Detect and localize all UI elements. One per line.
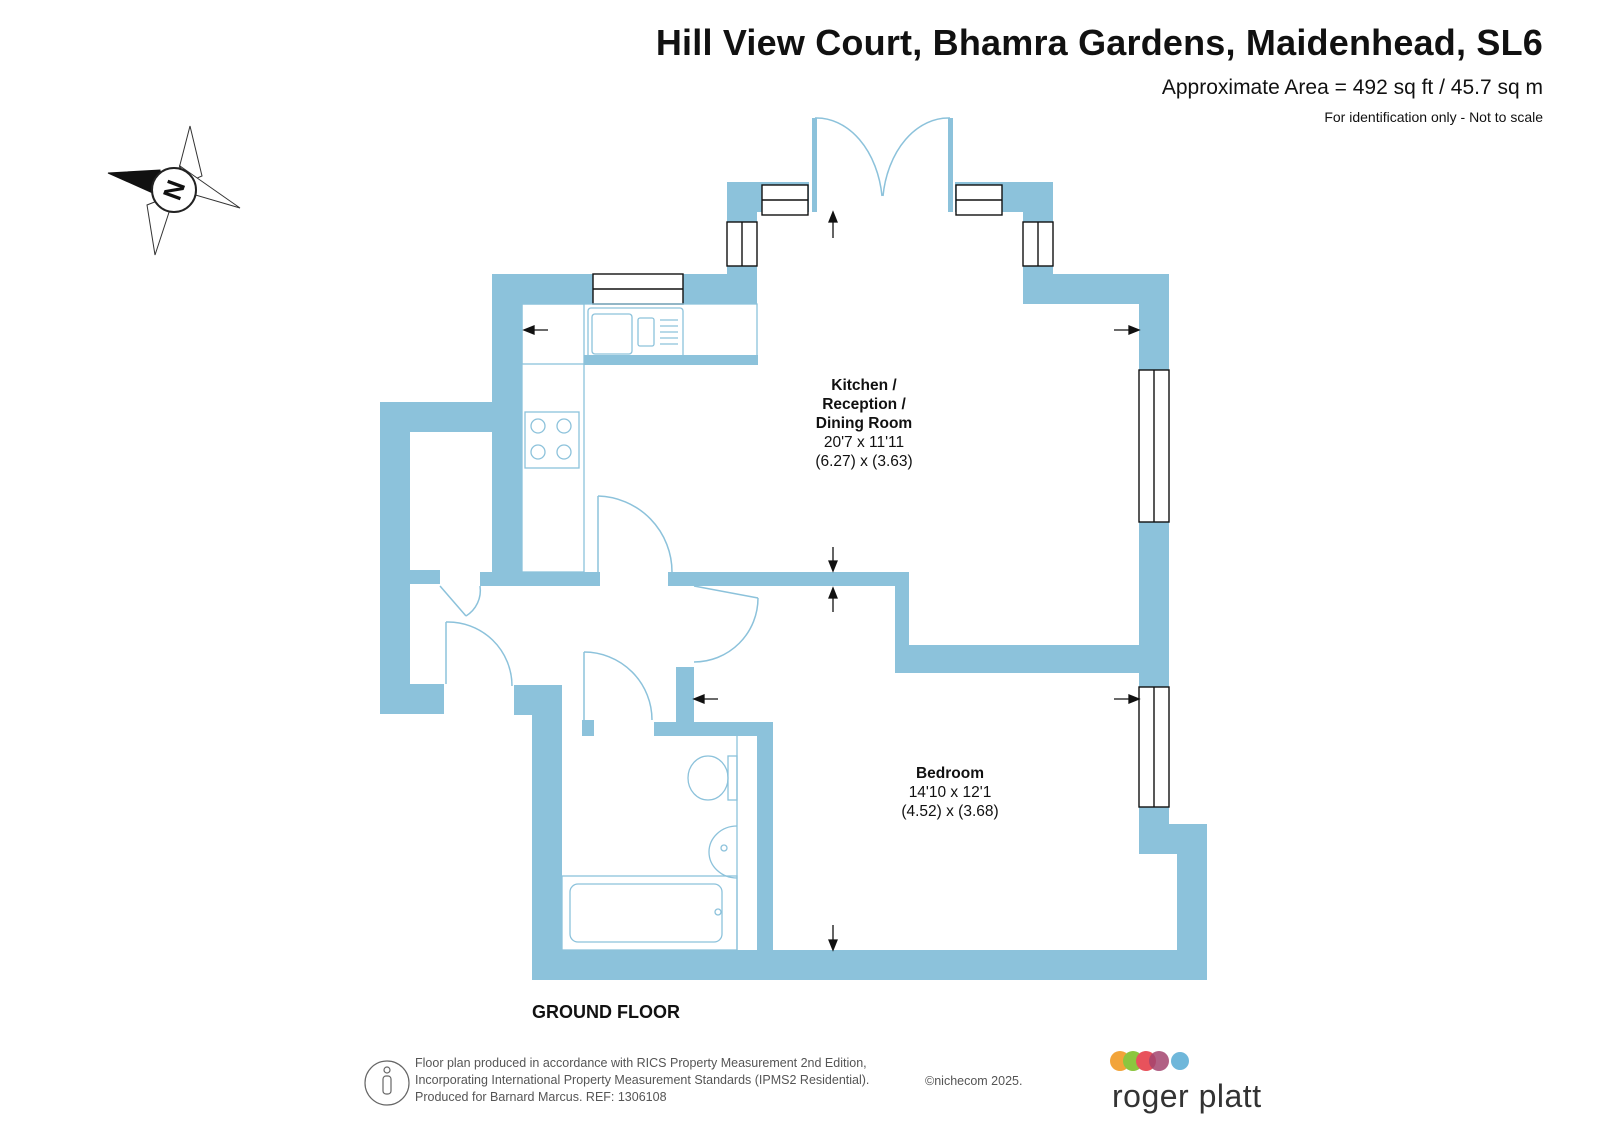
footer-line-3: Produced for Barnard Marcus. REF: 130610… — [415, 1090, 667, 1104]
dimension-arrows — [522, 210, 1141, 952]
compass-icon: N — [107, 125, 241, 256]
room-label-kitchen: Kitchen / Reception / Dining Room 20'7 x… — [815, 377, 912, 470]
logo-dots — [1110, 1051, 1189, 1071]
bathroom-fixtures — [561, 736, 738, 951]
copyright: ©nichecom 2025. — [925, 1074, 1023, 1088]
page-title: Hill View Court, Bhamra Gardens, Maidenh… — [655, 22, 1543, 63]
patio-doors — [812, 117, 953, 212]
svg-text:Bedroom: Bedroom — [916, 765, 984, 782]
room-label-bedroom: Bedroom 14'10 x 12'1 (4.52) x (3.68) — [901, 765, 998, 820]
scale-note: For identification only - Not to scale — [1324, 109, 1543, 125]
svg-text:20'7 x 11'11: 20'7 x 11'11 — [824, 434, 904, 451]
person-info-icon — [364, 1060, 410, 1106]
svg-text:Dining Room: Dining Room — [816, 415, 912, 432]
footer-line-1: Floor plan produced in accordance with R… — [415, 1056, 867, 1070]
floor-label: GROUND FLOOR — [532, 1002, 680, 1022]
svg-text:Reception /: Reception / — [822, 396, 906, 413]
walls — [380, 182, 1207, 980]
svg-text:14'10 x 12'1: 14'10 x 12'1 — [909, 784, 992, 801]
svg-text:(6.27) x (3.63): (6.27) x (3.63) — [815, 453, 912, 470]
kitchen-fixtures — [521, 303, 758, 573]
logo-wordmark: roger platt — [1112, 1078, 1262, 1114]
footer-line-2: Incorporating International Property Mea… — [415, 1073, 870, 1087]
svg-text:(4.52) x (3.68): (4.52) x (3.68) — [901, 803, 998, 820]
internal-doors — [439, 495, 759, 721]
svg-text:Kitchen /: Kitchen / — [831, 377, 897, 394]
approximate-area: Approximate Area = 492 sq ft / 45.7 sq m — [1161, 76, 1543, 99]
